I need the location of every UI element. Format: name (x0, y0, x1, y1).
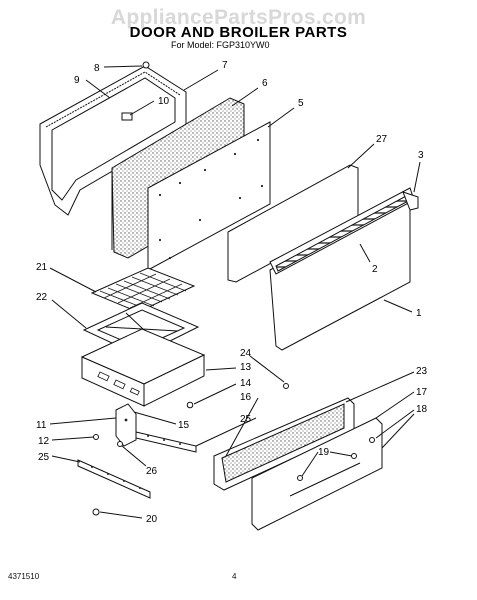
rail-screw (117, 441, 123, 447)
callout-1: 1 (416, 308, 422, 319)
drawer-screw (186, 401, 194, 409)
panel-screw (283, 383, 289, 389)
callout-15: 15 (178, 420, 190, 431)
callout-14: 14 (240, 378, 252, 389)
gasket-screw (142, 61, 150, 69)
callout-2: 2 (372, 264, 378, 275)
callout-3: 3 (418, 150, 424, 161)
page-number: 4 (232, 572, 237, 581)
drawer-bracket (115, 403, 137, 447)
callout-24: 24 (240, 348, 252, 359)
callout-8: 8 (94, 63, 100, 74)
callout-19: 19 (318, 447, 330, 458)
callout-18: 18 (416, 404, 428, 415)
callout-9: 9 (74, 75, 80, 86)
callout-25-upper: 25 (240, 414, 252, 425)
leader-lines (49, 65, 421, 519)
callout-13: 13 (240, 362, 252, 373)
callout-25-lower: 25 (38, 452, 50, 463)
broiler-drawer (80, 328, 206, 407)
broiler-grid (90, 267, 196, 313)
outer-door (269, 187, 419, 351)
page-title: DOOR AND BROILER PARTS (129, 24, 348, 41)
callout-21: 21 (36, 262, 48, 273)
callout-27: 27 (376, 134, 388, 145)
door-clip (121, 112, 133, 121)
bracket-screw (93, 434, 99, 440)
callout-16: 16 (240, 392, 252, 403)
inner-door-panel (147, 121, 271, 271)
callout-12: 12 (38, 436, 50, 447)
callout-7: 7 (222, 60, 228, 71)
drawer-rail-upper (135, 431, 197, 453)
model-subtitle: For Model: FGP310YW0 (171, 40, 270, 50)
callout-labels: 8 7 9 10 6 5 27 3 2 1 21 22 24 23 13 14 … (36, 60, 428, 525)
callout-23: 23 (416, 366, 428, 377)
callout-20: 20 (146, 514, 158, 525)
drawer-rail-lower (77, 459, 151, 499)
callout-22: 22 (36, 292, 48, 303)
callout-17: 17 (416, 387, 428, 398)
lower-rail-screw (92, 508, 100, 516)
callout-10: 10 (158, 96, 170, 107)
document-number: 4371510 (8, 572, 40, 581)
callout-26: 26 (146, 466, 158, 477)
callout-11: 11 (36, 420, 47, 431)
drawer-panel (213, 397, 355, 491)
callout-6: 6 (262, 78, 268, 89)
callout-5: 5 (298, 98, 304, 109)
